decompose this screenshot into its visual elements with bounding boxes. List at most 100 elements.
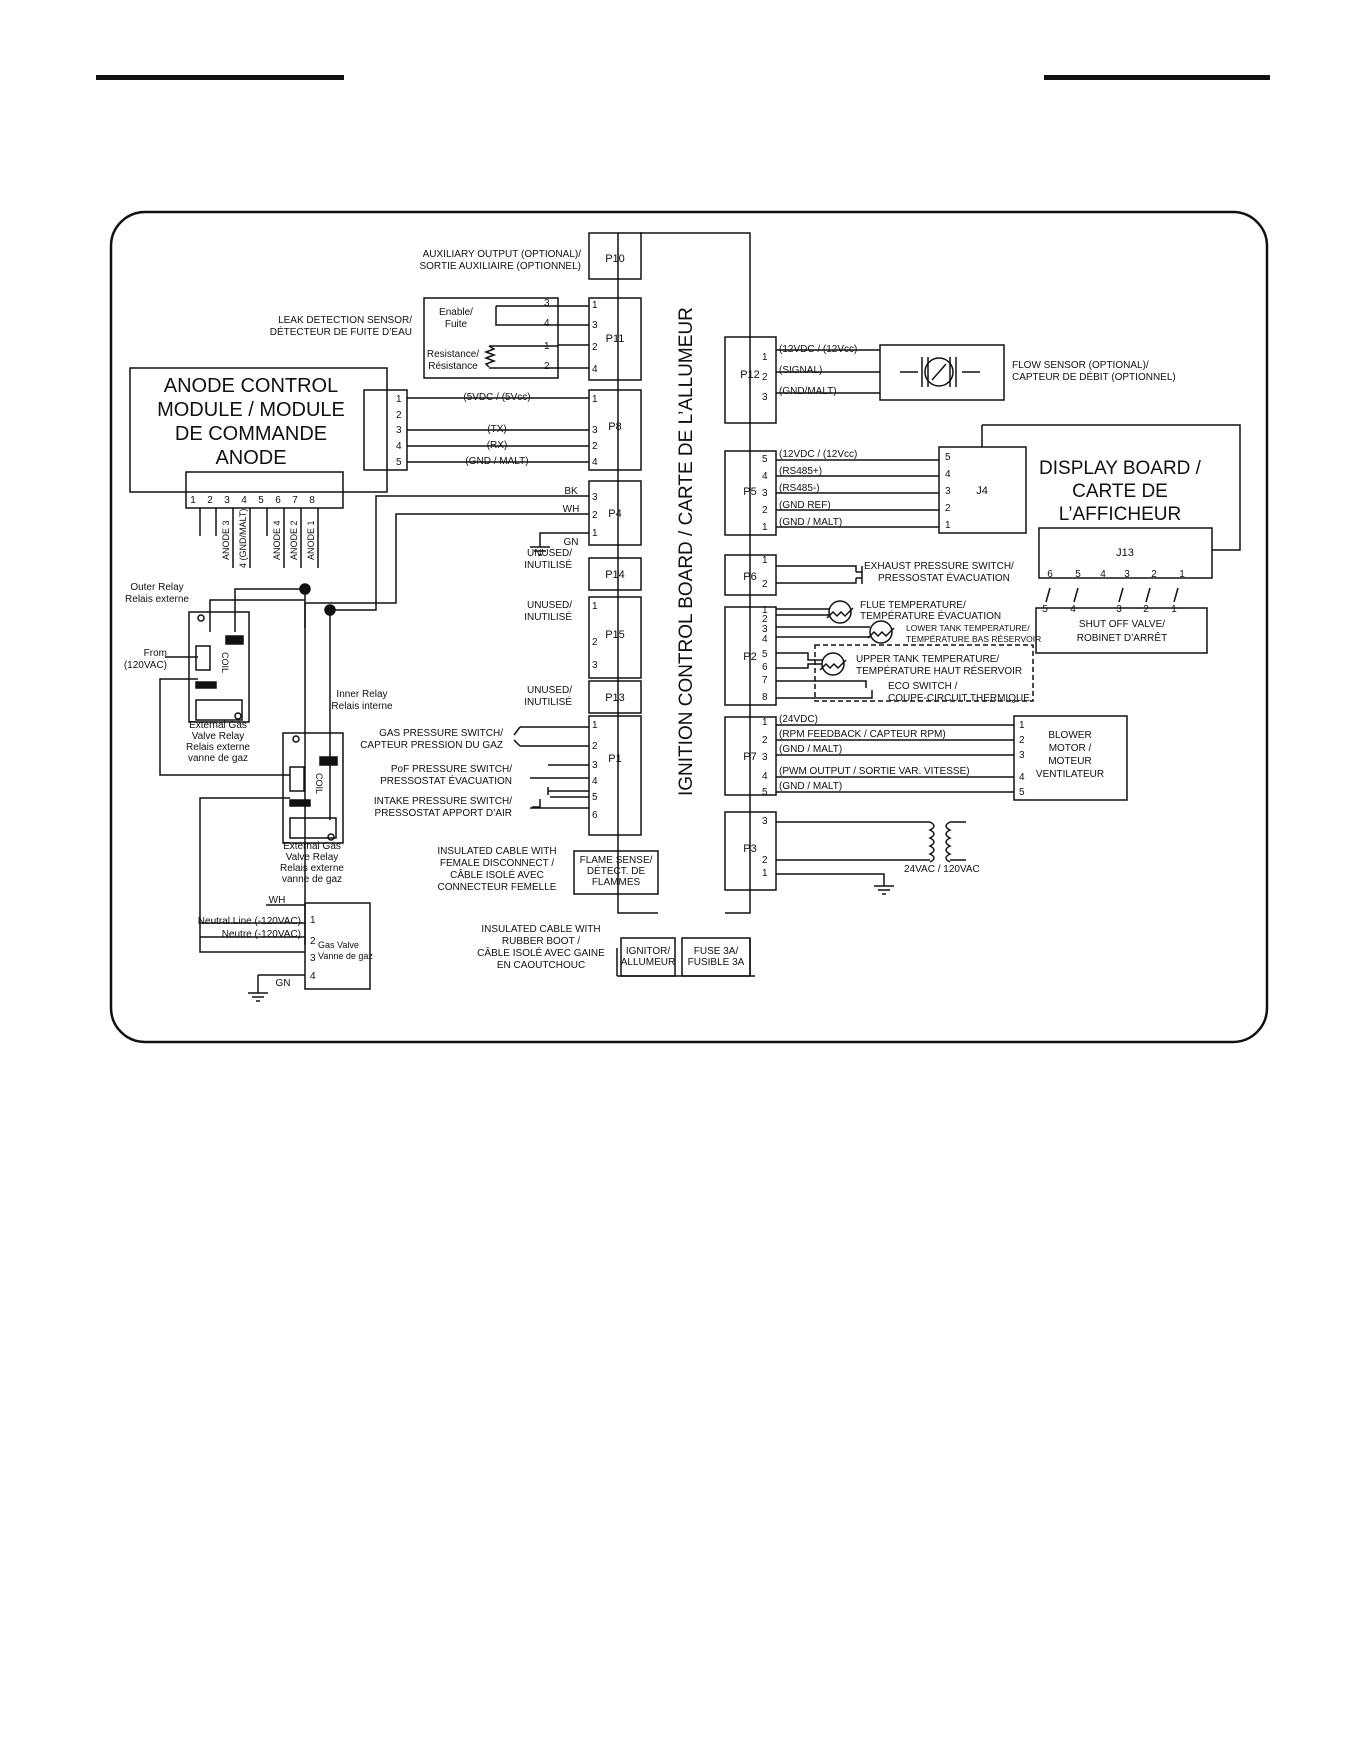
- aux-label-2: SORTIE AUXILIAIRE (OPTIONNEL): [419, 261, 581, 272]
- transformer-label: 24VAC / 120VAC: [904, 864, 980, 875]
- svg-text:8: 8: [762, 692, 768, 703]
- flow-sensor-box: [879, 344, 1005, 401]
- connector-p14: [588, 557, 642, 591]
- svg-text:1: 1: [762, 555, 768, 566]
- leak-sensor-box: [423, 297, 559, 379]
- connector-p7: [724, 716, 777, 796]
- neutral-label-1: Neutral Line (-120VAC): [198, 916, 301, 927]
- flue-wires: [776, 608, 830, 616]
- p8-wire-3: (TX): [487, 424, 506, 435]
- svg-text:3: 3: [396, 425, 402, 436]
- svg-text:1: 1: [945, 520, 951, 531]
- unused-p13-1: UNUSED/: [527, 685, 572, 696]
- ins-female-3: CÂBLE ISOLÉ AVEC: [450, 868, 544, 881]
- outer-relay-name-2: Valve Relay: [192, 731, 245, 742]
- svg-text:2: 2: [762, 372, 768, 383]
- svg-text:4: 4: [396, 441, 402, 452]
- pof-label-2: PRESSOSTAT ÉVACUATION: [380, 774, 512, 787]
- lower-tank-wires: [776, 626, 870, 638]
- flow-label-2: CAPTEUR DE DÉBIT (OPTIONNEL): [1012, 370, 1176, 383]
- relay-terminal: [225, 635, 244, 645]
- shutoff-label-1: SHUT OFF VALVE/: [1079, 619, 1165, 630]
- svg-text:1: 1: [544, 341, 550, 352]
- relay-terminal: [289, 799, 311, 807]
- bk-label: BK: [564, 486, 578, 497]
- intake-label-1: INTAKE PRESSURE SWITCH/: [374, 796, 512, 807]
- blower-motor-box: [1013, 715, 1128, 801]
- svg-text:2: 2: [592, 637, 598, 648]
- svg-text:4: 4: [544, 318, 550, 329]
- p5-wire-2: (GND REF): [779, 500, 831, 511]
- p6-wires: [776, 565, 857, 584]
- anode-module-box: [129, 367, 388, 493]
- p5-wire-4: (RS485+): [779, 466, 822, 477]
- ins-boot-1: INSULATED CABLE WITH: [481, 924, 600, 935]
- svg-text:2: 2: [592, 510, 598, 521]
- connector-p15: [588, 596, 642, 679]
- connector-p11: [588, 297, 642, 381]
- anode4-label: ANODE 4: [272, 520, 282, 560]
- inner-relay-label-1: Inner Relay: [336, 689, 387, 700]
- inner-relay-name-4: vanne de gaz: [282, 874, 342, 885]
- bk-wire: [330, 495, 589, 611]
- svg-text:1: 1: [762, 717, 768, 728]
- label-p8: P8: [608, 421, 621, 433]
- shutoff-pin: 1: [1171, 604, 1177, 615]
- intake-switch-icon: [532, 787, 589, 808]
- j13-leads: [1045, 587, 1179, 603]
- connector-j4: [938, 446, 1027, 534]
- svg-text:2: 2: [310, 936, 316, 947]
- leak-label-2: DÉTECTEUR DE FUITE D’EAU: [270, 325, 412, 338]
- j13-pin: 1: [1179, 569, 1185, 580]
- p7-wire-1: (24VDC): [779, 714, 818, 725]
- svg-text:3: 3: [762, 624, 768, 635]
- anode-pin: 5: [258, 495, 264, 506]
- label-p3: P3: [743, 843, 756, 855]
- svg-text:2: 2: [762, 735, 768, 746]
- gas-switch-label-1: GAS PRESSURE SWITCH/: [379, 728, 503, 739]
- p12-wire-1: (12VDC / (12Vcc): [779, 344, 857, 355]
- svg-text:4: 4: [762, 771, 768, 782]
- eco-wires: [776, 680, 873, 699]
- fuse-label-1: FUSE 3A/: [694, 946, 739, 957]
- svg-text:4: 4: [592, 364, 598, 375]
- flow-gauge-needle-icon: [931, 363, 947, 381]
- svg-text:2: 2: [762, 614, 768, 625]
- outer-relay-label-2: Relais externe: [125, 594, 189, 605]
- svg-text:2: 2: [762, 579, 768, 590]
- label-p2: P2: [743, 651, 756, 663]
- shutoff-label-2: ROBINET D’ARRÊT: [1077, 631, 1167, 644]
- svg-text:4: 4: [762, 634, 768, 645]
- connector-p4: [588, 480, 642, 546]
- j13-pin: 3: [1124, 569, 1130, 580]
- p7-wires: [776, 724, 1014, 793]
- unused-p14-2: INUTILISÉ: [524, 558, 572, 571]
- svg-text:4: 4: [310, 971, 316, 982]
- j13-pin: 2: [1151, 569, 1157, 580]
- relay-base: [195, 699, 243, 721]
- relay-terminal: [289, 766, 305, 792]
- ins-boot-3: CÂBLE ISOLÉ AVEC GAINE: [477, 946, 605, 959]
- board-trace: [617, 232, 751, 914]
- relay-base: [289, 817, 337, 839]
- label-p4: P4: [608, 508, 621, 520]
- header-rule-right: [1044, 75, 1270, 80]
- anode-title-4: ANODE: [215, 447, 286, 469]
- shutoff-pin: 5: [1042, 604, 1048, 615]
- svg-text:3: 3: [762, 392, 768, 403]
- svg-text:2: 2: [592, 441, 598, 452]
- inner-relay-label-2: Relais interne: [331, 701, 393, 712]
- outer-relay-name-1: External Gas: [189, 720, 247, 731]
- ins-female-1: INSULATED CABLE WITH: [437, 846, 556, 857]
- gas-valve-wires: [200, 904, 305, 1002]
- svg-text:1: 1: [592, 300, 598, 311]
- p1-pof-wires: [530, 764, 589, 779]
- anode-pin: 2: [207, 495, 213, 506]
- label-p1: P1: [608, 753, 621, 765]
- anode-pin: 3: [224, 495, 230, 506]
- outer-relay-leads: [209, 588, 305, 632]
- junction-dot: [324, 604, 336, 616]
- intake-label-2: PRESSOSTAT APPORT D’AIR: [375, 808, 512, 819]
- svg-text:4: 4: [945, 469, 951, 480]
- relay-terminal: [195, 681, 217, 689]
